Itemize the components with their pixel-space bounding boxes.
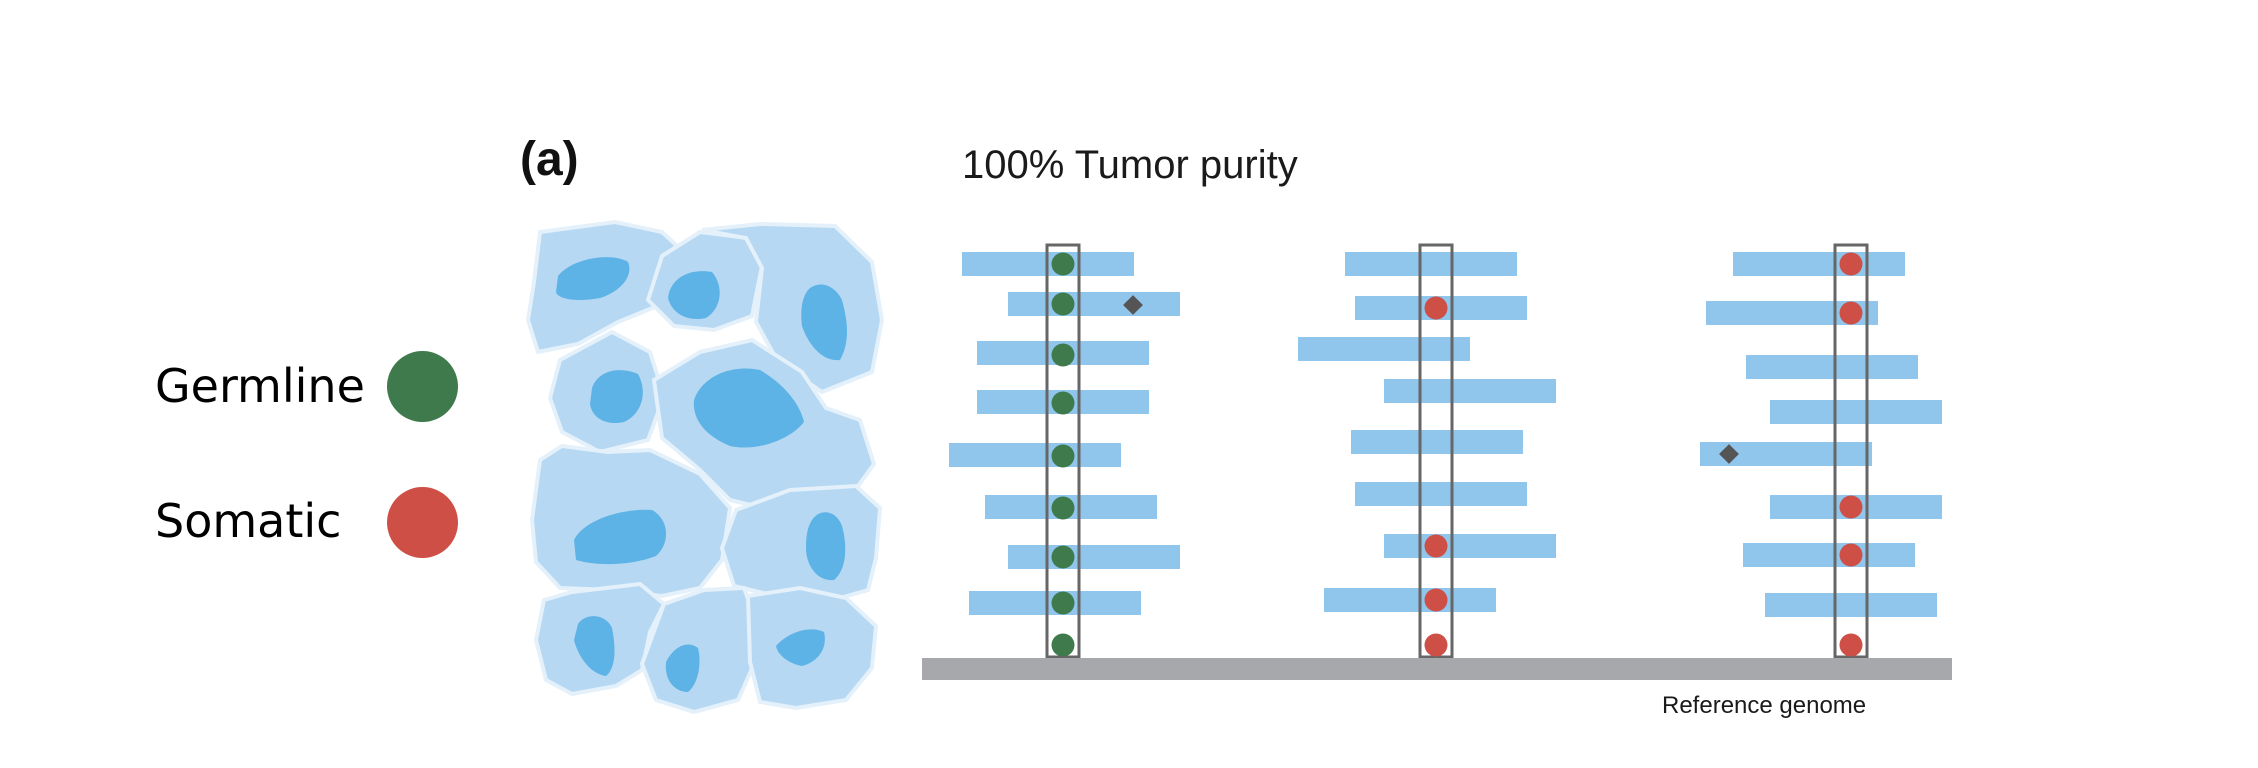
germline-variant-dot xyxy=(1051,591,1075,615)
mismatch-diamond xyxy=(1719,444,1739,464)
nucleus xyxy=(806,512,846,581)
sequencing-read xyxy=(1324,588,1496,612)
nucleus xyxy=(776,629,825,666)
germline-variant-dot xyxy=(1051,343,1075,367)
somatic-variant-dot xyxy=(1424,588,1448,612)
nucleus xyxy=(801,284,847,361)
variant-markers xyxy=(1051,252,1863,657)
reads-layer xyxy=(949,252,1942,617)
germline-variant-dot xyxy=(1051,444,1075,468)
nucleus xyxy=(556,257,630,300)
nucleus xyxy=(574,509,667,565)
legend-germline-label: Germline xyxy=(155,359,365,413)
sequencing-read xyxy=(1008,292,1180,316)
sequencing-read xyxy=(1351,430,1523,454)
somatic-variant-dot xyxy=(1839,633,1863,657)
mismatch-diamond xyxy=(1123,295,1143,315)
germline-variant-dot xyxy=(1051,391,1075,415)
somatic-column-frame xyxy=(1833,243,1869,659)
legend-germline-dot xyxy=(387,351,458,422)
nucleus xyxy=(693,368,804,448)
purity-title: 100% Tumor purity xyxy=(962,143,1298,187)
sequencing-read xyxy=(1008,545,1180,569)
germline-variant-dot xyxy=(1051,496,1075,520)
germline-variant-dot xyxy=(1051,252,1075,276)
panel-label: (a) xyxy=(520,133,579,186)
sequencing-read xyxy=(1733,252,1905,276)
mixed-column-frame xyxy=(1418,243,1454,659)
sequencing-read xyxy=(1384,534,1556,558)
sequencing-read xyxy=(1770,400,1942,424)
somatic-variant-dot xyxy=(1839,543,1863,567)
germline-variant-dot xyxy=(1051,545,1075,569)
sequencing-read xyxy=(1743,543,1915,567)
somatic-variant-dot xyxy=(1424,296,1448,320)
reference-genome-bar xyxy=(922,658,1952,680)
nucleus xyxy=(668,271,720,320)
somatic-variant-dot xyxy=(1839,495,1863,519)
legend-somatic-label: Somatic xyxy=(155,494,342,548)
cell xyxy=(719,483,883,605)
germline-variant-dot xyxy=(1051,292,1075,316)
variant-column-frames xyxy=(1045,243,1869,659)
somatic-variant-dot xyxy=(1839,252,1863,276)
cell-nuclei xyxy=(556,257,847,692)
sequencing-read xyxy=(1746,355,1918,379)
somatic-variant-dot xyxy=(1424,633,1448,657)
somatic-variant-dot xyxy=(1839,301,1863,325)
sequencing-read xyxy=(1355,482,1527,506)
nucleus xyxy=(590,370,643,424)
nucleus xyxy=(665,644,700,692)
germline-column-frame xyxy=(1045,243,1081,659)
reference-genome-label: Reference genome xyxy=(1662,692,1867,719)
legend-somatic-dot xyxy=(387,487,458,558)
nucleus xyxy=(574,616,615,676)
sequencing-read xyxy=(1384,379,1556,403)
sequencing-read xyxy=(1298,337,1470,361)
germline-variant-dot xyxy=(1051,633,1075,657)
somatic-variant-dot xyxy=(1424,534,1448,558)
sequencing-read xyxy=(1345,252,1517,276)
sequencing-read xyxy=(1765,593,1937,617)
sequencing-read xyxy=(949,443,1121,467)
